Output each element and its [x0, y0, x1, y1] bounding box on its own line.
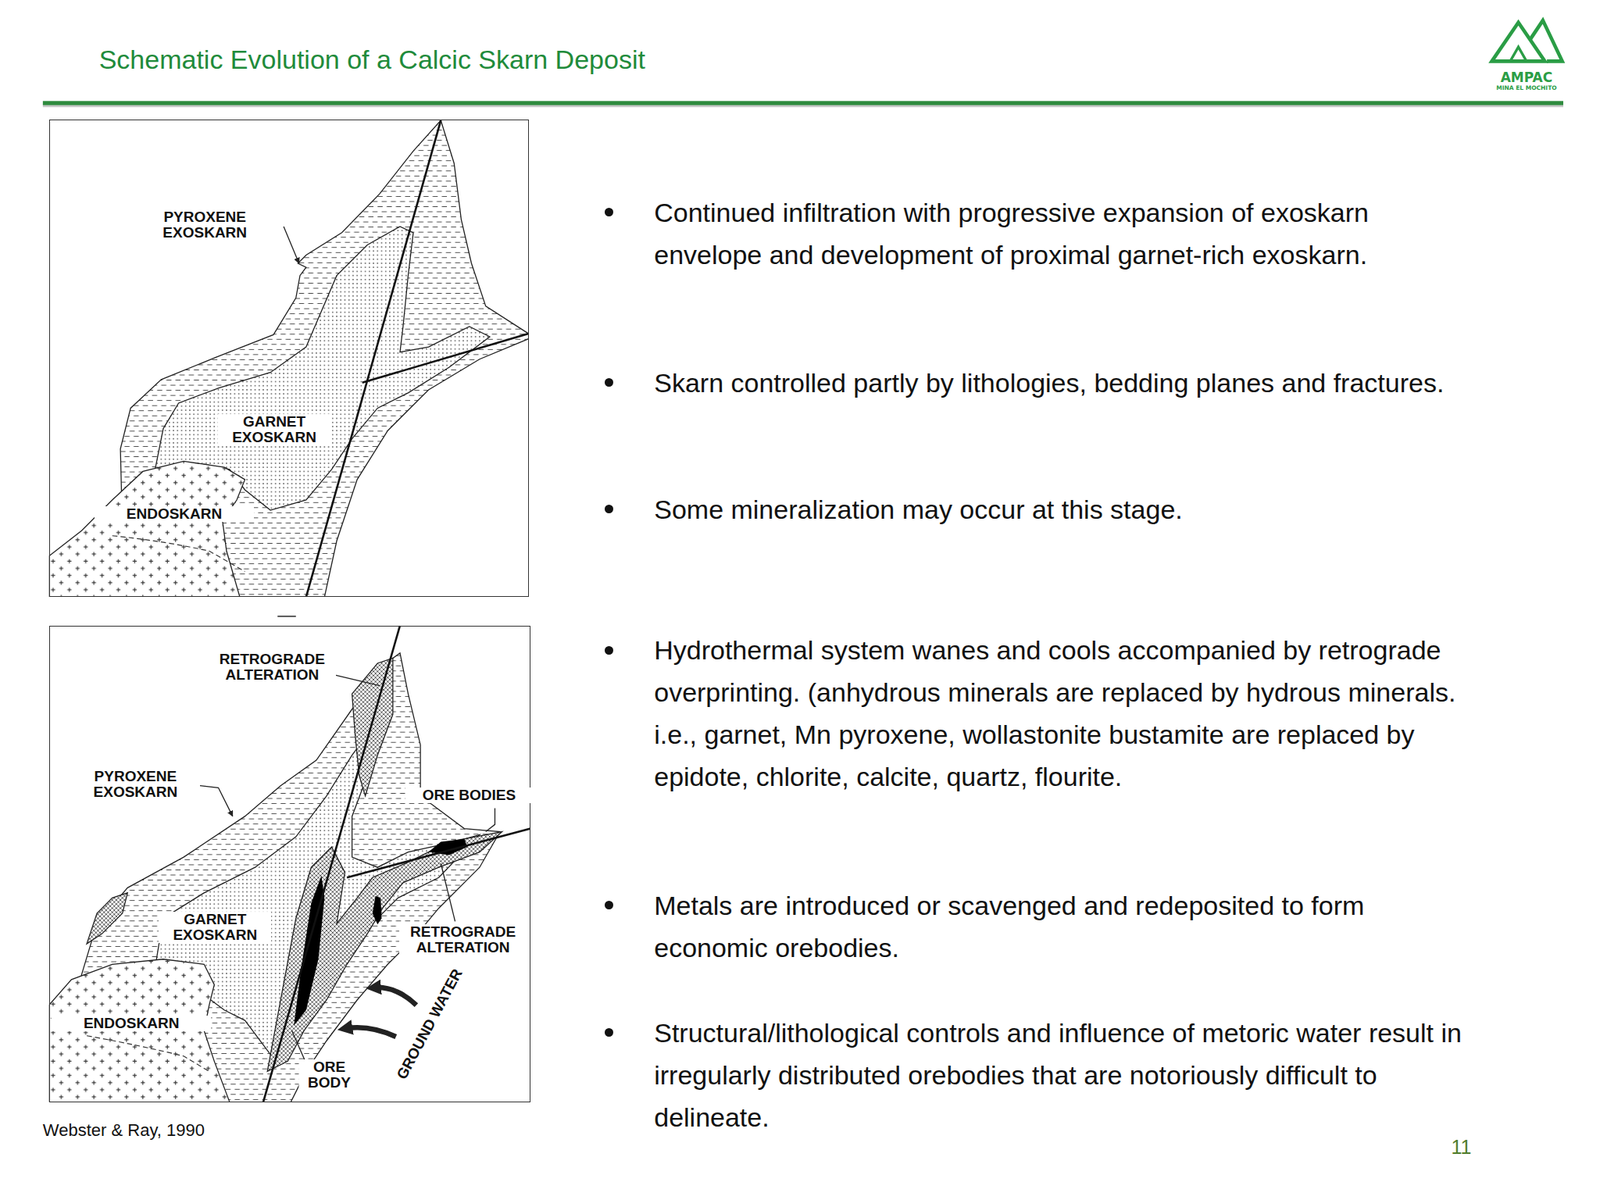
logo-peak: [1530, 20, 1562, 61]
diagram-panel: RETROGRADE ALTERATION PYROXENE EXOSKARN OR…: [49, 625, 531, 1103]
bullet-text: Hydrothermal system wanes and cools acco…: [653, 628, 1483, 798]
fault-line: [346, 828, 531, 879]
zone-label: RETROGRADE ALTERATION: [399, 924, 528, 956]
page-number: 11: [1429, 1135, 1493, 1158]
bullet-text: Skarn controlled partly by lithologies, …: [653, 361, 1483, 404]
fault-line: [362, 333, 529, 383]
leader-line: [200, 785, 233, 817]
endoskarn-zone: [49, 959, 230, 1103]
header-rule: [42, 100, 1564, 105]
bullet-dot: [604, 1028, 614, 1037]
ore-body: [372, 896, 383, 925]
endoskarn-zone: [49, 460, 246, 597]
zone-label: ENDOSKARN: [51, 1015, 211, 1032]
leader-line: [440, 863, 455, 922]
slide-title: Schematic Evolution of a Calcic Skarn De…: [99, 43, 646, 75]
bullet-text: Some mineralization may occur at this st…: [653, 488, 1483, 531]
bullet-text: Structural/lithological controls and inf…: [653, 1011, 1483, 1139]
logo-peak: [1510, 46, 1527, 61]
bullet-dot: [604, 646, 614, 655]
zone-label: GARNET EXOSKARN: [217, 414, 331, 446]
contact-line: [112, 535, 246, 572]
bullet-dot: [604, 378, 614, 387]
contact-line: [86, 1035, 210, 1072]
zone-label: ORE BODIES: [405, 787, 534, 804]
zone-label: RETROGRADE ALTERATION: [207, 651, 336, 683]
ore-body: [293, 875, 325, 1026]
zone-label: PYROXENE EXOSKARN: [144, 209, 265, 241]
retrograde-zone: [352, 657, 393, 796]
zone-label: PYROXENE EXOSKARN: [75, 768, 196, 800]
leader-line: [283, 226, 300, 264]
groundwater-arrow: [373, 987, 417, 1005]
zone-label: ENDOSKARN: [94, 506, 254, 522]
logo-text: AMPAC: [1471, 70, 1582, 85]
leader-line: [485, 807, 496, 832]
zone-label: GROUND WATER: [381, 942, 478, 1105]
fault-line: [306, 120, 441, 597]
divider-mark: [277, 615, 297, 618]
groundwater-arrow: [344, 1027, 396, 1037]
leader-line: [292, 1030, 307, 1064]
bullet-text: Continued infiltration with progressive …: [653, 191, 1483, 276]
bullet-dot: [604, 207, 614, 217]
retrograde-zone: [86, 892, 128, 944]
bullet-dot: [604, 900, 614, 910]
diagram-panel: PYROXENE EXOSKARN GARNET EXOSKARN ENDOSKAR…: [49, 119, 529, 597]
zone-label: ORE BODY: [298, 1059, 361, 1091]
source-citation: Webster & Ray, 1990: [42, 1120, 356, 1141]
logo-text: MINA EL MOCHITO: [1471, 84, 1582, 92]
zone-label: GARNET EXOSKARN: [158, 911, 272, 943]
fault-line: [263, 625, 400, 1103]
bullet-text: Metals are introduced or scavenged and r…: [653, 884, 1483, 969]
bullet-dot: [604, 504, 614, 514]
